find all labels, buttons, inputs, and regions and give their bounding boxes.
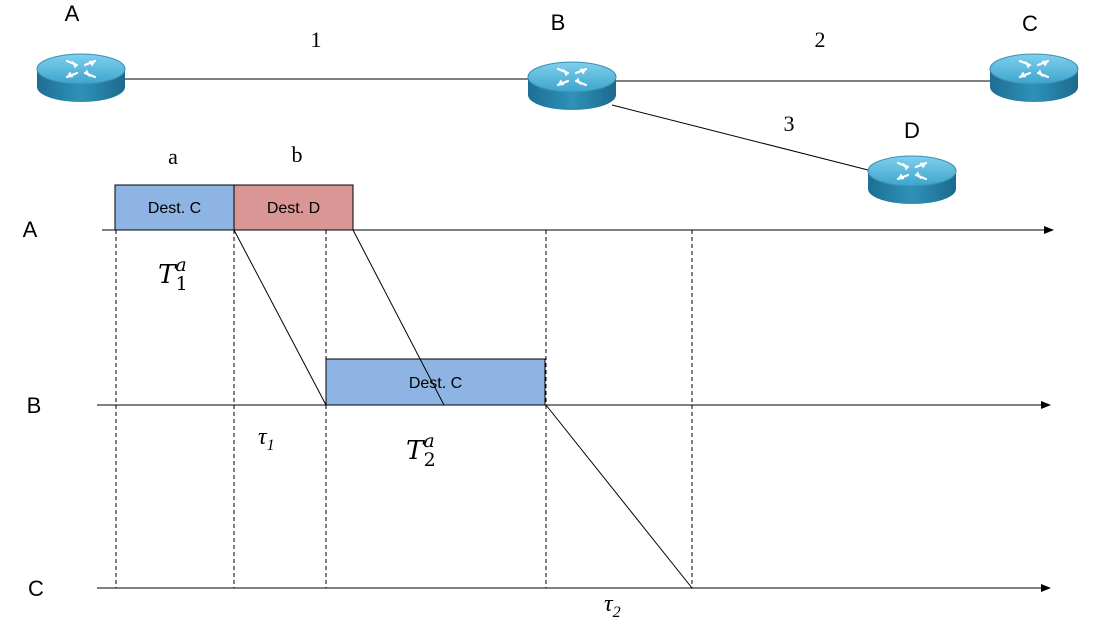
propagation-line bbox=[545, 404, 693, 589]
packet-box-dest-d-at-a: Dest. D bbox=[233, 184, 354, 231]
link-2-label: 2 bbox=[815, 27, 826, 52]
propagation-line bbox=[233, 229, 327, 406]
propagation-line bbox=[352, 229, 445, 406]
packet-a-label: a bbox=[168, 144, 178, 169]
link-3-label: 3 bbox=[784, 111, 795, 136]
packet-box-label: Dest. C bbox=[148, 200, 201, 217]
link-1-label: 1 bbox=[311, 27, 322, 52]
link-3 bbox=[611, 104, 873, 172]
packet-b-label: b bbox=[292, 142, 303, 167]
node-c-label: C bbox=[1022, 11, 1038, 36]
packet-box-label: Dest. D bbox=[267, 200, 320, 217]
row-label-a: A bbox=[23, 217, 38, 242]
annotation-tau2: τ2 bbox=[604, 591, 621, 621]
packet-box-dest-c-at-b: Dest. C bbox=[325, 358, 546, 406]
network-topology: 1 2 3 A B C D bbox=[35, 1, 1080, 206]
router-a-icon bbox=[35, 52, 127, 104]
router-b-icon bbox=[526, 60, 618, 112]
time-markers bbox=[115, 230, 693, 588]
node-d-label: D bbox=[904, 118, 920, 143]
router-c-icon bbox=[988, 52, 1080, 104]
router-d-icon bbox=[866, 154, 958, 206]
row-label-b: B bbox=[27, 393, 42, 418]
packet-box-dest-c-at-a: Dest. C bbox=[114, 184, 235, 231]
node-b-label: B bbox=[551, 10, 566, 35]
node-a-label: A bbox=[65, 1, 80, 26]
row-label-c: C bbox=[28, 576, 44, 601]
packet-box-label: Dest. C bbox=[409, 375, 462, 392]
annotation-tau1: τ1 bbox=[258, 424, 275, 454]
